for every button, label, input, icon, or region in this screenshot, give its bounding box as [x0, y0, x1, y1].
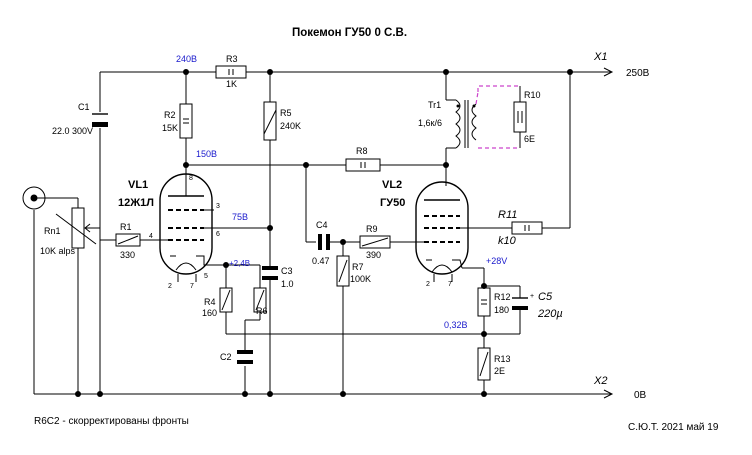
potentiometer-rn1	[55, 207, 101, 249]
svg-text:6E: 6E	[524, 134, 535, 144]
svg-text:15K: 15K	[162, 123, 178, 133]
svg-text:C4: C4	[316, 220, 328, 230]
svg-text:R9: R9	[366, 224, 378, 234]
resistor-r8	[345, 158, 381, 172]
svg-text:C1: C1	[78, 102, 90, 112]
svg-text:10K alps: 10K alps	[40, 246, 76, 256]
load-r10-box	[475, 85, 527, 149]
footer-signature: С.Ю.Т. 2021 май 19	[628, 422, 719, 433]
component-labels: C1 22.0 300V R3 1K R2 15K R5 240K Rn1 10…	[40, 54, 563, 376]
tube-vl2	[415, 181, 470, 275]
tube-vl1	[159, 173, 218, 275]
svg-text:R11: R11	[498, 209, 517, 221]
svg-text:5: 5	[204, 273, 208, 280]
resistor-r9	[359, 235, 391, 249]
vl2-type: ГУ50	[380, 197, 405, 209]
resistor-r6	[253, 287, 267, 313]
rail-x2-label: X2	[593, 375, 607, 387]
svg-text:R5: R5	[280, 108, 292, 118]
svg-text:R12: R12	[494, 292, 511, 302]
node-voltages: 150В 75В +2,4В +28V 0,32В	[196, 149, 507, 330]
svg-text:R13: R13	[494, 354, 511, 364]
rail-plus-voltage: 250В	[626, 68, 650, 79]
capacitor-c3	[262, 266, 278, 280]
rail-arrows	[603, 67, 614, 399]
input-jack-icon	[22, 186, 46, 210]
svg-text:R2: R2	[164, 110, 176, 120]
node-150v: 150В	[196, 149, 217, 159]
resistor-r3	[215, 65, 247, 79]
svg-text:0.47: 0.47	[312, 256, 330, 266]
wiring	[33, 71, 612, 395]
resistor-r11	[511, 221, 543, 235]
schematic-title: Покемон ГУ50 0 С.В.	[292, 27, 407, 39]
svg-text:+: +	[530, 293, 534, 300]
resistor-r5	[263, 101, 277, 141]
resistor-r12	[477, 287, 491, 317]
node-0-32v: 0,32В	[444, 320, 468, 330]
svg-text:C2: C2	[220, 352, 232, 362]
svg-text:100K: 100K	[350, 274, 371, 284]
rail-labels: X1 250В X2 0В 240В	[176, 51, 650, 401]
svg-text:k10: k10	[498, 235, 517, 247]
resistor-r4	[219, 287, 233, 313]
svg-text:1K: 1K	[226, 79, 237, 89]
rail-gnd-voltage: 0В	[634, 390, 647, 401]
vl1-type: 12Ж1Л	[118, 197, 154, 209]
resistor-r7	[336, 255, 350, 287]
node-2-4v: +2,4В	[229, 259, 250, 268]
capacitor-c5: +	[512, 293, 534, 310]
capacitor-c2	[237, 350, 253, 364]
resistor-r1	[115, 233, 141, 247]
svg-text:2: 2	[168, 283, 172, 290]
resistor-r2	[179, 103, 193, 139]
tube-labels: VL1 12Ж1Л VL2 ГУ50	[118, 179, 405, 209]
svg-text:R8: R8	[356, 146, 368, 156]
svg-text:R1: R1	[120, 222, 132, 232]
svg-text:240K: 240K	[280, 121, 301, 131]
node-240v: 240В	[176, 54, 197, 64]
svg-text:R3: R3	[226, 54, 238, 64]
footer-note: R6C2 - скорректированы фронты	[34, 415, 189, 427]
junction-dots	[75, 69, 573, 397]
svg-text:C5: C5	[538, 291, 553, 303]
svg-text:1.0: 1.0	[281, 279, 294, 289]
svg-text:22.0 300V: 22.0 300V	[52, 126, 93, 136]
svg-text:6: 6	[216, 231, 220, 238]
node-28v: +28V	[486, 256, 507, 266]
svg-text:180: 180	[494, 305, 509, 315]
svg-text:390: 390	[366, 250, 381, 260]
svg-text:7: 7	[448, 281, 452, 288]
svg-text:3: 3	[216, 203, 220, 210]
svg-text:R4: R4	[204, 297, 216, 307]
svg-text:Tr1: Tr1	[428, 100, 441, 110]
svg-text:2E: 2E	[494, 366, 505, 376]
svg-text:R10: R10	[524, 90, 541, 100]
svg-text:C3: C3	[281, 266, 293, 276]
pin-numbers: 8 3 6 4 5 2 7 2 7	[149, 175, 452, 290]
svg-text:160: 160	[202, 308, 217, 318]
transformer-tr1	[455, 99, 477, 149]
svg-text:220µ: 220µ	[537, 308, 563, 320]
svg-text:1,6к/6: 1,6к/6	[418, 118, 442, 128]
vl1-name: VL1	[128, 179, 148, 191]
capacitor-c1	[92, 113, 108, 127]
svg-text:2: 2	[426, 281, 430, 288]
svg-text:4: 4	[149, 233, 153, 240]
svg-text:R7: R7	[352, 262, 364, 272]
svg-text:7: 7	[190, 283, 194, 290]
resistor-r13	[477, 347, 491, 381]
vl2-name: VL2	[382, 179, 402, 191]
svg-text:Rn1: Rn1	[44, 226, 61, 236]
svg-text:330: 330	[120, 250, 135, 260]
node-75v: 75В	[232, 212, 248, 222]
svg-text:R6: R6	[256, 306, 268, 316]
svg-text:8: 8	[189, 175, 193, 182]
capacitor-c4	[318, 234, 330, 250]
rail-x1-label: X1	[593, 51, 607, 63]
